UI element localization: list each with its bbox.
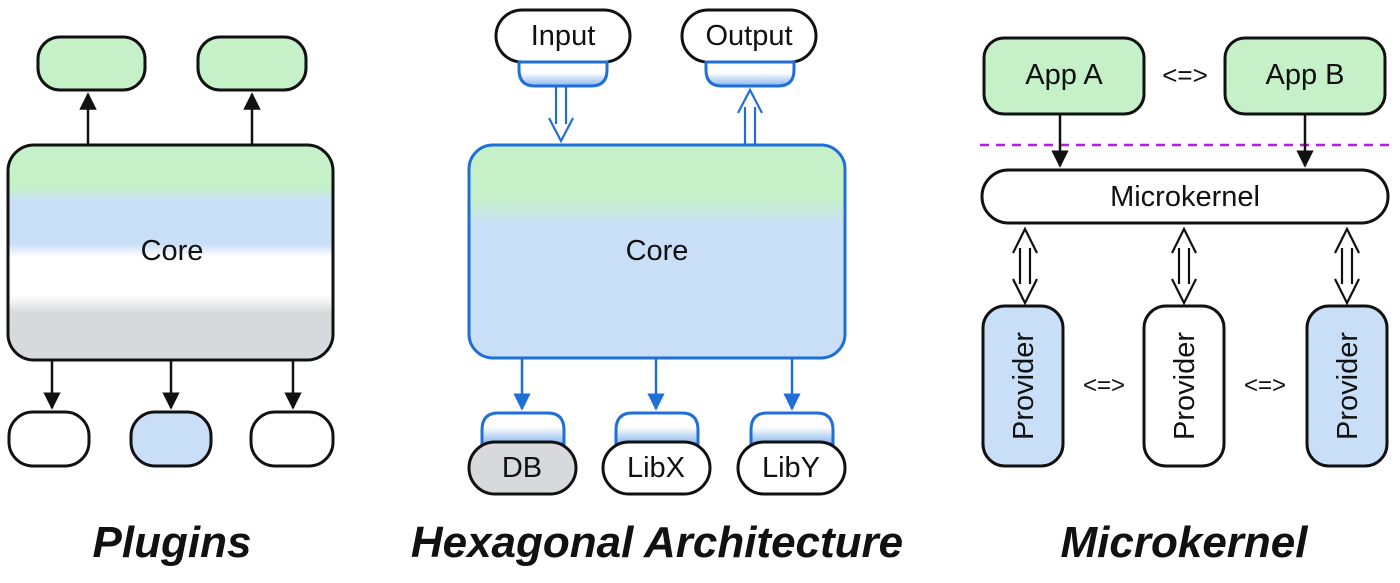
output-label: Output <box>705 20 792 52</box>
plugin-bottom-left <box>7 410 91 468</box>
libx-label: LibX <box>627 452 685 484</box>
core-to-output-arrow <box>737 87 763 144</box>
input-label: Input <box>531 20 596 52</box>
app-a-label: App A <box>1025 59 1103 91</box>
providers-right-exchange-label: <=> <box>1244 372 1286 399</box>
db-label: DB <box>502 452 542 484</box>
db-socket <box>480 411 566 446</box>
kernel-provider-left-arrow <box>1012 226 1038 306</box>
plugins-caption: Plugins <box>93 518 252 567</box>
libx-box <box>601 440 712 496</box>
liby-socket <box>749 411 835 446</box>
app-b-label: App B <box>1266 59 1345 91</box>
provider-left-box <box>981 304 1065 468</box>
plugin-top-left <box>36 35 147 92</box>
plugin-bottom-center <box>129 410 213 468</box>
microkernel-caption: Microkernel <box>1061 518 1309 567</box>
microkernel-section: App A <=> App B Microkernel <box>980 36 1392 567</box>
provider-right-label: Provider <box>1332 332 1364 440</box>
input-socket <box>517 60 609 88</box>
apps-exchange-label: <=> <box>1162 60 1208 90</box>
liby-box <box>736 440 847 496</box>
microkernel-label: Microkernel <box>1110 181 1260 213</box>
provider-left-label: Provider <box>1008 332 1040 440</box>
microkernel-box <box>980 168 1390 225</box>
provider-right-box <box>1305 304 1389 468</box>
input-to-core-arrow <box>548 87 574 144</box>
db-box <box>467 440 578 496</box>
provider-center-label: Provider <box>1169 332 1201 440</box>
output-socket <box>704 60 796 88</box>
app-a-box <box>982 36 1146 116</box>
hexagonal-section: Input Output Core DB <box>411 8 903 567</box>
provider-center-box <box>1142 304 1226 468</box>
hex-core-label: Core <box>626 235 689 267</box>
providers-left-exchange-label: <=> <box>1083 372 1125 399</box>
hexagonal-caption: Hexagonal Architecture <box>411 518 903 567</box>
kernel-provider-right-arrow <box>1334 226 1360 306</box>
kernel-provider-center-arrow <box>1171 226 1197 306</box>
liby-label: LibY <box>762 452 820 484</box>
plugins-core-label: Core <box>141 235 204 267</box>
plugin-top-right <box>196 35 308 92</box>
plugins-section: Core Plugins <box>6 35 335 567</box>
libx-socket <box>614 411 700 446</box>
plugin-bottom-right <box>249 410 335 468</box>
